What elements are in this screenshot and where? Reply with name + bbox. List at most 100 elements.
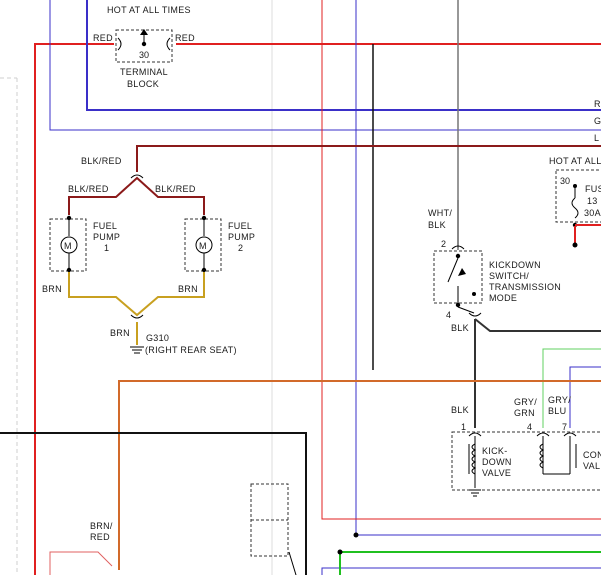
kd-switch-blade bbox=[447, 257, 459, 283]
label-con-valve-1: CON bbox=[583, 450, 601, 460]
label-blk-valve: BLK bbox=[451, 405, 469, 415]
wire-red-right bbox=[321, 0, 601, 520]
label-kd-switch-1: KICKDOWN bbox=[489, 260, 541, 270]
terminal-connector-right bbox=[166, 37, 171, 51]
label-edge-r: R bbox=[594, 99, 601, 109]
valve-pin-1: 1 bbox=[461, 422, 466, 432]
motor-glyph: M bbox=[64, 241, 72, 251]
label-con-valve-2: VAL bbox=[583, 461, 600, 471]
label-wht-blk-1: WHT/ bbox=[428, 208, 452, 218]
label-ground-g310: G310 bbox=[146, 333, 169, 343]
label-wht-blk-2: BLK bbox=[428, 220, 446, 230]
label-edge-g: G bbox=[594, 116, 601, 126]
valve-pin-4: 4 bbox=[527, 422, 532, 432]
label-blk-red-left: BLK/RED bbox=[68, 184, 109, 194]
motor-glyph: M bbox=[199, 241, 207, 251]
fuel-pump-1-node-bottom bbox=[66, 267, 72, 273]
wire-green-bottom bbox=[339, 551, 601, 575]
label-block: BLOCK bbox=[127, 79, 159, 89]
splice-node bbox=[353, 532, 359, 538]
label-fuel-pump-1-c: 1 bbox=[104, 243, 109, 253]
label-red-right: RED bbox=[175, 33, 195, 43]
label-hot-at-all-right: HOT AT ALL bbox=[549, 156, 601, 166]
label-terminal: TERMINAL bbox=[120, 67, 168, 77]
fuse-node-top bbox=[573, 184, 577, 188]
wire-blue-right bbox=[355, 0, 601, 536]
wire-blk-red-split bbox=[68, 176, 205, 215]
label-kd-switch-4: MODE bbox=[489, 293, 517, 303]
fuel-pump-2-node-top bbox=[201, 215, 207, 221]
label-kd-switch-2: SWITCH/ bbox=[489, 271, 529, 281]
label-kickdown-valve-2: DOWN bbox=[482, 457, 512, 467]
wire-gry-blu bbox=[569, 366, 601, 428]
label-fuel-pump-2-c: 2 bbox=[238, 243, 243, 253]
fuse-icon bbox=[571, 197, 579, 219]
wire-red-left bbox=[34, 43, 114, 575]
brn-connector-icon bbox=[130, 314, 144, 319]
terminal-pin-30: 30 bbox=[139, 50, 149, 60]
kd-connector-top-icon bbox=[451, 245, 465, 250]
valve-connector-4-icon bbox=[536, 432, 550, 437]
wire-gry-grn bbox=[542, 348, 601, 428]
label-fuse-1: FUS bbox=[585, 184, 601, 194]
label-gry-blu-1: GRY/ bbox=[548, 395, 571, 405]
valve-connector-1-icon bbox=[468, 432, 482, 437]
kd-arrow-icon bbox=[458, 268, 466, 276]
terminal-node bbox=[141, 41, 147, 47]
label-gry-grn-2: GRN bbox=[514, 408, 535, 418]
wire-kd-short bbox=[457, 306, 475, 314]
label-brn-right: BRN bbox=[178, 284, 198, 294]
wire-pink bbox=[49, 551, 113, 575]
label-gry-blu-2: BLU bbox=[548, 406, 566, 416]
label-gry-grn-1: GRY/ bbox=[514, 397, 537, 407]
wire-blk-red-top bbox=[136, 145, 601, 172]
kd-connector-bottom-icon bbox=[468, 312, 482, 317]
wire-brn-merge bbox=[68, 272, 205, 317]
wire-blue-bottom bbox=[321, 567, 601, 575]
label-fuel-pump-1-a: FUEL bbox=[93, 221, 117, 231]
label-blk-kd: BLK bbox=[451, 323, 469, 333]
kd-node-top bbox=[455, 253, 461, 259]
label-edge-l: L bbox=[594, 133, 599, 143]
fuel-pump-1-node-top bbox=[66, 215, 72, 221]
kd-pin-4: 4 bbox=[446, 310, 451, 320]
label-kickdown-valve-1: KICK- bbox=[482, 446, 508, 456]
valve-block bbox=[451, 431, 601, 491]
wire-blk-kd-right bbox=[474, 318, 601, 332]
label-ground-location: (RIGHT REAR SEAT) bbox=[145, 345, 237, 355]
kd-pin-2: 2 bbox=[441, 239, 446, 249]
fuse-block bbox=[555, 169, 601, 223]
label-brn-red-1: BRN/ bbox=[90, 521, 113, 531]
wire-blue-second bbox=[49, 0, 601, 131]
label-hot-at-all-times: HOT AT ALL TIMES bbox=[107, 5, 191, 15]
fuel-pump-2-node-bottom bbox=[201, 267, 207, 273]
label-fuel-pump-2-a: FUEL bbox=[228, 221, 252, 231]
label-blk-red-top: BLK/RED bbox=[81, 156, 122, 166]
label-blk-red-right: BLK/RED bbox=[155, 184, 196, 194]
terminal-connector-left bbox=[117, 37, 122, 51]
label-brn-left: BRN bbox=[42, 284, 62, 294]
fuse-pin-30: 30 bbox=[560, 176, 570, 186]
wire-black-box bbox=[0, 432, 307, 575]
kd-node-bottom bbox=[455, 302, 461, 308]
label-kickdown-valve-3: VALVE bbox=[482, 468, 511, 478]
connector-lower-lead bbox=[288, 551, 297, 575]
label-brn-red-2: RED bbox=[90, 532, 110, 542]
valve-pin-7: 7 bbox=[562, 422, 567, 432]
kd-node-mid bbox=[472, 292, 476, 296]
coil-icon bbox=[539, 443, 545, 469]
label-fuel-pump-2-b: PUMP bbox=[228, 232, 255, 242]
label-fuse-2: 13 bbox=[587, 196, 598, 206]
wire-brn-red bbox=[118, 380, 601, 570]
label-brn-bottom: BRN bbox=[110, 328, 130, 338]
label-fuel-pump-1-b: PUMP bbox=[93, 232, 120, 242]
blk-red-connector-icon bbox=[130, 174, 144, 179]
label-red-left: RED bbox=[93, 33, 113, 43]
splice-node bbox=[572, 242, 578, 248]
coil-icon bbox=[471, 443, 477, 475]
splice-node bbox=[337, 549, 343, 555]
label-fuse-3: 30A bbox=[584, 208, 601, 218]
wire-blue-top bbox=[86, 0, 601, 111]
terminal-arrow-icon bbox=[140, 29, 148, 35]
